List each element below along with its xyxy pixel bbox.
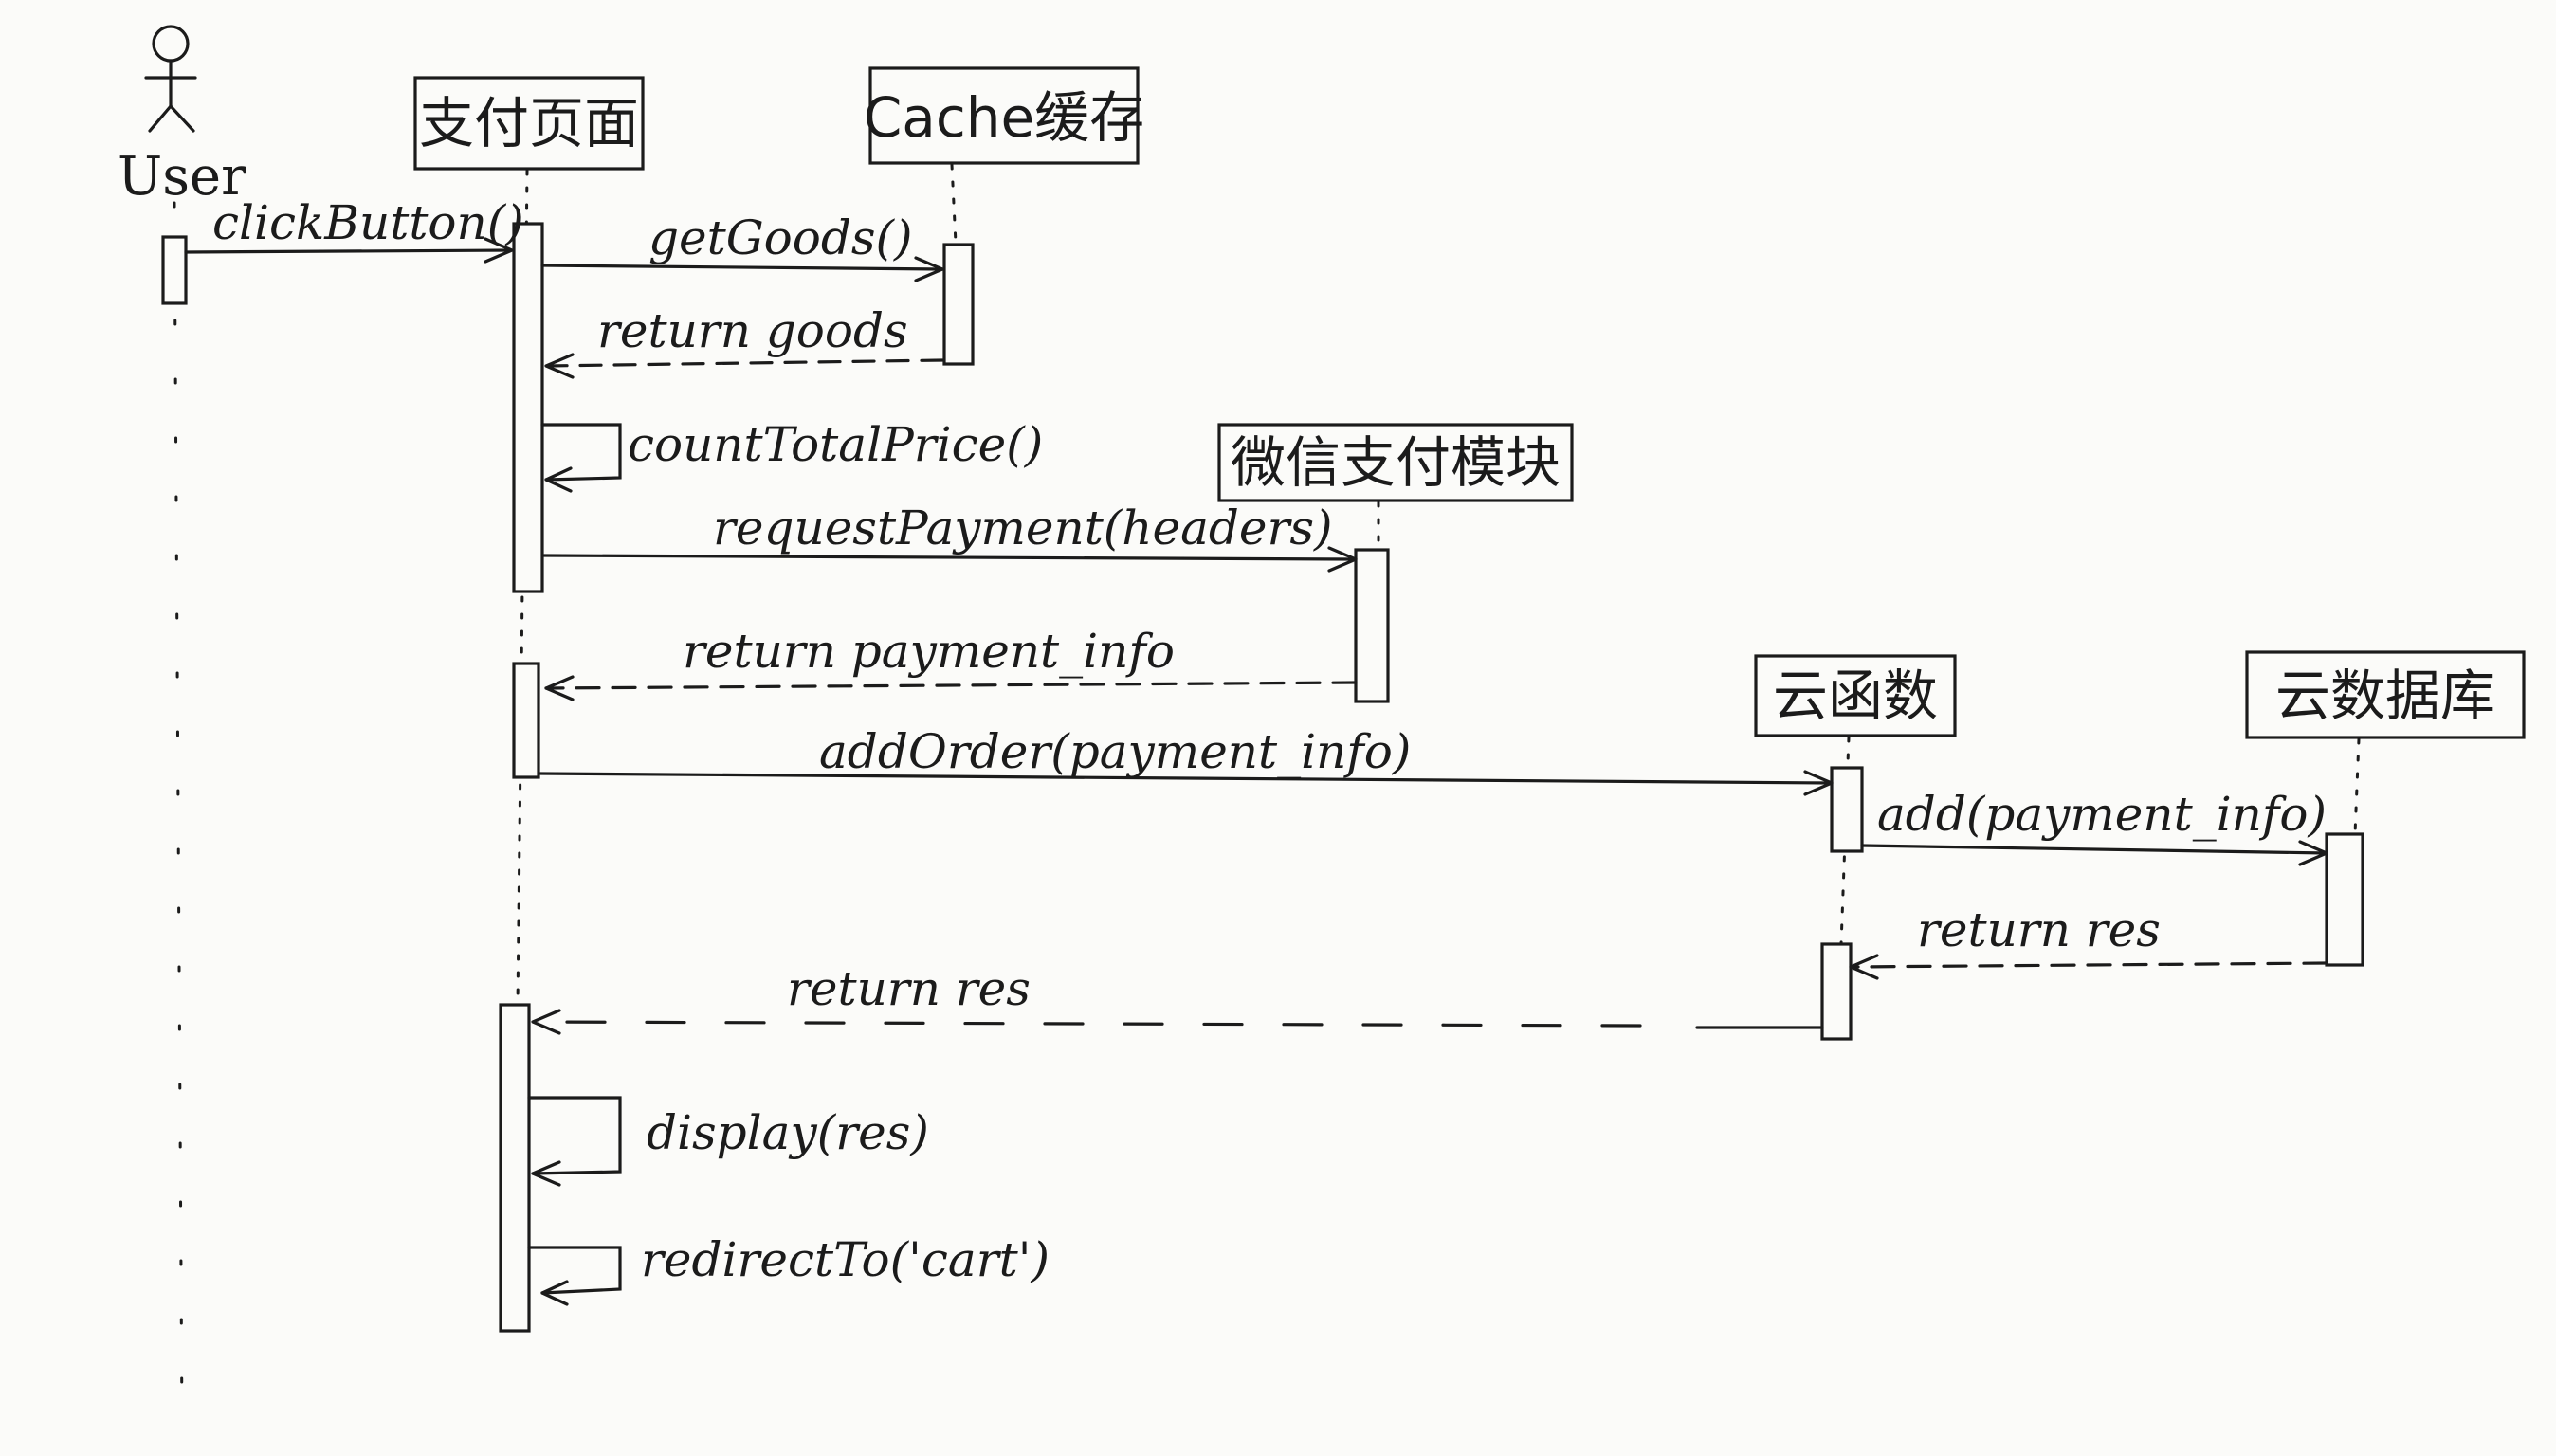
cloud-function-activation — [1830, 766, 1864, 853]
message-label: countTotalPrice() — [628, 417, 1043, 472]
message-label: getGoods() — [648, 210, 913, 265]
wechat-pay-activation — [1354, 548, 1390, 703]
message-label: addOrder(payment_info) — [819, 724, 1411, 779]
participant-label: 支付页面 — [419, 91, 639, 155]
pay-page-activation — [499, 1003, 531, 1333]
participant-cloud-function: 云函数 — [1754, 654, 1957, 737]
pay-page-activation — [512, 662, 540, 779]
message-click-button: clickButton() — [184, 195, 524, 264]
user-activation — [161, 235, 188, 305]
message-label: requestPayment(headers) — [713, 500, 1333, 555]
participant-label: Cache缓存 — [864, 85, 1144, 150]
message-label: return goods — [597, 303, 908, 358]
participant-label: 云函数 — [1773, 664, 1938, 728]
participant-wechat-pay: 微信支付模块 — [1217, 423, 1574, 502]
message-return-res: return res — [531, 961, 1824, 1035]
participant-label: 微信支付模块 — [1231, 430, 1561, 495]
message-redirect-to: redirectTo('cart') — [527, 1232, 1050, 1306]
user-label: User — [118, 146, 246, 208]
message-label: return payment_info — [683, 624, 1175, 679]
participant-label: 云数据库 — [2275, 664, 2495, 728]
message-label: return res — [787, 961, 1031, 1016]
user-actor: User — [118, 25, 246, 208]
cache-activation — [942, 243, 975, 366]
message-label: redirectTo('cart') — [641, 1232, 1050, 1287]
message-return-res: return res — [1849, 902, 2328, 980]
message-label: clickButton() — [212, 195, 524, 250]
participant-cloud-database: 云数据库 — [2245, 650, 2526, 739]
message-add-order: addOrder(payment_info) — [539, 724, 1834, 796]
message-label: add(payment_info) — [1877, 787, 2327, 842]
user-lifeline — [173, 201, 184, 1429]
cloud-database-lifeline — [2353, 737, 2361, 836]
message-return-payment-info: return payment_info — [544, 624, 1358, 701]
cache-lifeline — [950, 163, 958, 245]
message-add: add(payment_info) — [1860, 787, 2328, 866]
message-label: display(res) — [647, 1105, 929, 1160]
message-request-payment: requestPayment(headers) — [542, 500, 1358, 573]
message-label: return res — [1917, 902, 2161, 957]
cloud-function-activation — [1820, 942, 1853, 1041]
message-return-goods: return goods — [544, 303, 944, 379]
pay-page-activation — [512, 222, 544, 593]
participant-pay-page: 支付页面 — [413, 76, 645, 171]
message-display: display(res) — [527, 1096, 929, 1187]
message-count-total-price: countTotalPrice() — [540, 417, 1043, 493]
cloud-database-activation — [2325, 832, 2364, 967]
message-get-goods: getGoods() — [540, 210, 944, 282]
participant-cache: Cache缓存 — [864, 66, 1144, 165]
